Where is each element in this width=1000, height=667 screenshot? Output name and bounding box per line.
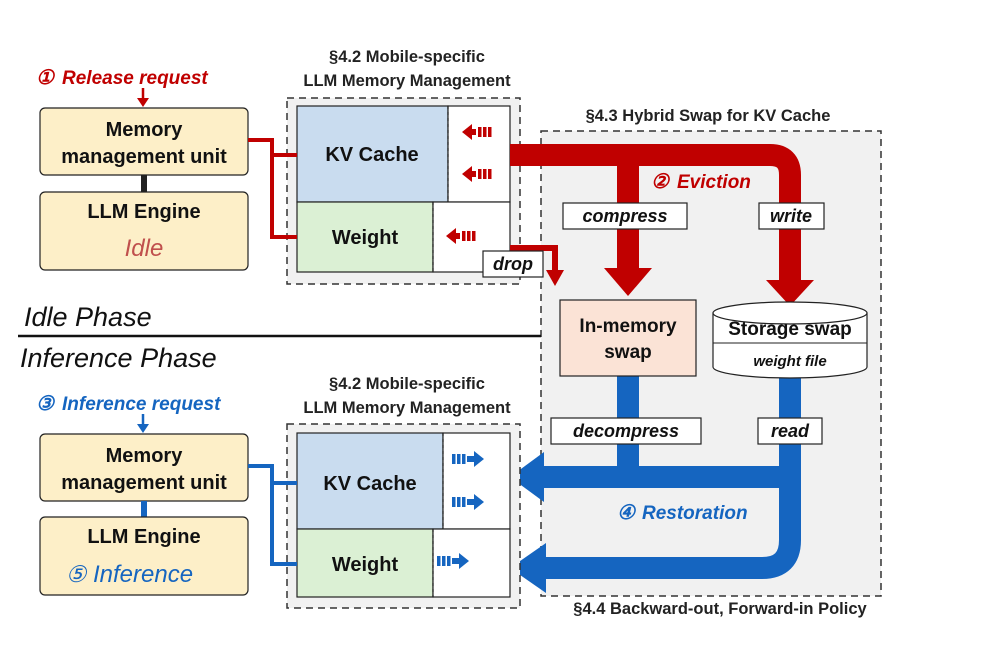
idle-phase-label: Idle Phase <box>24 302 152 332</box>
restoration-weight-arrowhead <box>510 543 546 593</box>
in-memory-swap-box <box>559 299 697 377</box>
step1-number: ① <box>36 67 56 89</box>
compress-label-box <box>562 202 688 230</box>
storage-swap-cylinder <box>712 301 868 379</box>
storage-swap-label: Storage swap <box>728 319 852 340</box>
step2-number: ② <box>651 171 671 193</box>
idle-kv-free-slot <box>447 105 511 203</box>
inference-llm-engine-box <box>39 516 249 596</box>
step3-number: ③ <box>36 393 56 415</box>
eviction-compress-arrowhead <box>604 268 652 296</box>
inference-mmu-label-1: Memory <box>106 445 184 467</box>
weight-file-label: weight file <box>753 353 826 370</box>
inference-kv-free-slot <box>442 432 511 530</box>
drop-arrow <box>510 245 558 272</box>
idle-mmu-label-1: Memory <box>106 119 184 141</box>
write-label: write <box>770 206 812 226</box>
inference-kv-cache-label: KV Cache <box>323 473 416 495</box>
inference-mm-title-2: LLM Memory Management <box>303 399 511 417</box>
step2-eviction: Eviction <box>677 172 751 193</box>
idle-weight-label: Weight <box>332 227 399 249</box>
inference-weight-free-slot <box>432 528 511 598</box>
idle-mmu-label-2: management unit <box>61 146 227 168</box>
read-label-box <box>757 417 823 445</box>
restoration-kv-band <box>540 466 801 488</box>
read-label: read <box>771 421 810 441</box>
restoration-kv-arrowhead <box>510 452 544 502</box>
eviction-main-band <box>510 144 801 280</box>
idle-llm-engine-box <box>39 191 249 271</box>
step4-number: ④ <box>617 502 637 524</box>
step4-restoration: Restoration <box>642 503 748 524</box>
idle-kv-cache-label: KV Cache <box>325 144 418 166</box>
inference-mm-title-1: §4.2 Mobile-specific <box>329 375 485 393</box>
step5-inference: Inference <box>93 561 193 588</box>
idle-mm-title-2: LLM Memory Management <box>303 72 511 90</box>
inference-llm-engine-title: LLM Engine <box>87 526 200 548</box>
idle-llm-engine-title: LLM Engine <box>87 201 200 223</box>
inference-kv-cache-box <box>296 432 444 530</box>
idle-weight-box <box>296 201 434 273</box>
in-memory-swap-label-1: In-memory <box>579 316 677 337</box>
step5-number: ⑤ <box>66 561 88 587</box>
step3-inference-request: Inference request <box>62 394 221 415</box>
in-memory-swap-label-2: swap <box>604 342 652 363</box>
inference-phase-label: Inference Phase <box>20 343 217 373</box>
drop-label: drop <box>493 254 533 274</box>
inference-weight-label: Weight <box>332 554 399 576</box>
decompress-label: decompress <box>573 421 679 441</box>
step1-release-request: Release request <box>62 68 208 89</box>
idle-kv-cache-box <box>296 105 449 203</box>
idle-mm-title-1: §4.2 Mobile-specific <box>329 48 485 66</box>
drop-label-box <box>482 250 544 278</box>
inference-mmu-label-2: management unit <box>61 472 227 494</box>
eviction-write-arrowhead <box>766 280 814 306</box>
policy-label: §4.4 Backward-out, Forward-in Policy <box>573 600 867 618</box>
idle-engine-state: Idle <box>125 235 164 262</box>
hybrid-swap-title: §4.3 Hybrid Swap for KV Cache <box>586 107 831 125</box>
compress-label: compress <box>582 206 667 226</box>
write-label-box <box>758 202 825 230</box>
inference-weight-box <box>296 528 434 598</box>
decompress-label-box <box>550 417 702 445</box>
